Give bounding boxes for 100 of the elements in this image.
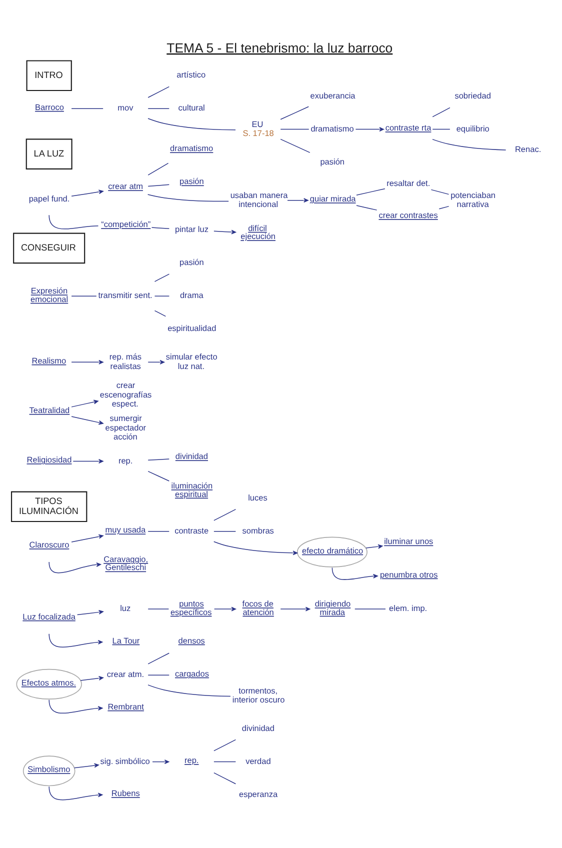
node-text: Claroscuro [29,540,70,550]
node-text: contraste rta [385,123,432,132]
node-text: penumbra otros [380,570,438,579]
node-text: “competición” [101,220,151,229]
node-ellipse: Efectos atmos. [16,668,82,699]
node-text: potenciaban narrativa [450,190,496,208]
arrow [287,198,308,202]
diagram-title: TEMA 5 - El tenebrismo: la luz barroco [166,40,393,55]
connector [438,205,450,209]
node-text: Renac. [514,144,542,154]
node-text: difícil ejecución [240,223,276,241]
connector [432,138,506,150]
arrow [48,561,102,573]
connector [280,128,310,130]
node-box: INTRO [26,60,72,91]
node-text: Teatralidad [29,405,70,414]
node-text: equilibrio [456,124,490,133]
node-text: dramatismo [170,144,214,153]
connector [356,204,378,210]
connector [154,310,166,316]
node-text: sobriedad [454,90,491,100]
connector [430,188,450,194]
arrow [48,699,103,713]
connector [154,273,170,282]
connector [148,458,170,460]
connector [280,106,309,120]
connector [356,188,386,195]
arrow [152,759,170,764]
arrow [71,416,104,424]
connector [148,608,170,609]
connector [148,108,170,109]
node-text: luz [120,604,131,613]
node-text: exuberancia [310,90,356,100]
node-text: divinidad [242,723,274,732]
connector [147,194,229,202]
node-text: transmitir sent. [98,290,152,300]
node-text: densos [178,636,205,645]
node-text: divinidad [175,452,208,461]
node-text: pintar luz [175,224,208,234]
connector [151,226,170,229]
node-ellipse: efecto dramático [296,536,368,567]
connector [214,772,236,784]
node-text: resaltar det. [386,178,430,188]
connector [148,162,169,175]
node-box: CONSEGUIR [13,232,86,264]
connector [280,138,310,152]
node-text: papel fund. [28,194,70,204]
node-text: dirigiendo mirada [314,599,351,616]
node-text: Religiosidad [26,454,72,464]
node-text: rep. [184,756,199,765]
node-text: pasión [180,176,204,186]
connector [148,674,170,675]
connector [154,295,170,296]
node-text: rep. [118,456,133,465]
node-box: LA LUZ [26,138,72,169]
node-text: La Tour [112,636,140,645]
node-text: Caravaggio, Gentileschi [104,554,148,572]
node-text: sig. simbólico [100,756,150,766]
connector [148,86,170,98]
arrow [71,189,104,196]
connector [214,530,236,532]
node-text: usaban manera intencional [230,190,288,208]
node-text: cultural [178,103,205,112]
node-text: crear atm. [106,670,144,679]
node-text: contraste [174,526,209,535]
node-text: verdad [246,756,271,766]
arrow [48,632,103,647]
arrow [71,399,98,407]
arrow [48,786,103,800]
node-text: pasión [320,156,345,166]
connector [148,652,170,664]
connector [432,128,450,130]
arrow [74,762,99,768]
arrow [71,359,104,364]
arrow [80,676,104,680]
connector [214,760,236,762]
node-text: dramatismo [310,124,354,133]
node-text: tormentos, interior oscuro [232,686,285,704]
node-text: espiritualidad [168,324,216,333]
node-text: pasión [180,258,204,267]
connector [432,106,450,117]
node-text: EU S. 17-18 [242,119,274,138]
node-text: crear atm [108,182,143,191]
node-text: iluminación espiritual [171,480,213,498]
node-text: Realismo [32,356,66,365]
connector [48,214,99,229]
node-text: muy usada [105,525,146,534]
node-ellipse: Simbolismo [22,755,76,786]
connector [71,295,97,296]
connector [148,118,236,130]
node-text: focos de atención [242,599,274,616]
node-text: cargados [175,668,209,678]
arrow [355,126,384,132]
arrow [148,359,165,364]
node-text: sumergir espectador acción [105,414,146,441]
node-text: artístico [176,70,206,80]
arrow [214,606,236,611]
node-text: esperanza [239,789,278,798]
connector [71,108,104,109]
connector [214,508,236,520]
